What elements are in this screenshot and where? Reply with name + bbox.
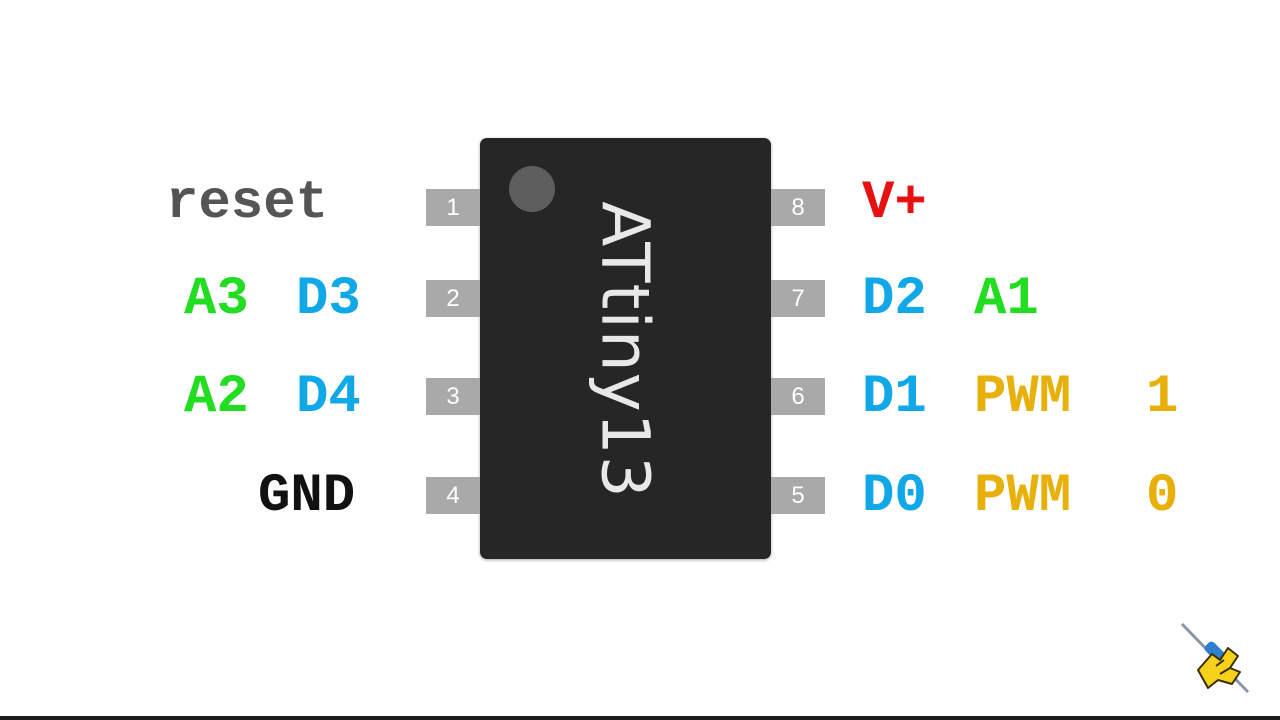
pin-5-label-pwm-channel: 0 [1146,466,1179,527]
pin-4-label-gnd: GND [258,466,356,527]
pin-7: 7 [771,280,825,317]
pin-6-label-pwm: PWM [974,367,1072,428]
pin-3-label-analog: A2 [184,367,249,428]
pin-4: 4 [426,477,480,514]
pin-6-label-pwm-channel: 1 [1146,367,1179,428]
pin-1: 1 [426,189,480,226]
pin1-indicator-dot [509,166,555,212]
pin-3: 3 [426,378,480,415]
pin-3-label-digital: D4 [296,367,361,428]
bottom-divider [0,716,1280,720]
chip-name: ATtiny13 [586,201,664,499]
pin-2: 2 [426,280,480,317]
pin-2-label-digital: D3 [296,269,361,330]
pin-8-label-vplus: V+ [862,173,927,234]
pin-5-label-digital: D0 [862,466,927,527]
pin-7-label-analog: A1 [974,269,1039,330]
hand-with-resistor-logo-icon [1180,622,1250,694]
pin-6: 6 [771,378,825,415]
pin-5-label-pwm: PWM [974,466,1072,527]
pin-1-label-reset: reset [166,173,329,234]
pin-6-label-digital: D1 [862,367,927,428]
pin-2-label-analog: A3 [184,269,249,330]
chip-body: ATtiny13 [480,138,771,559]
pin-8: 8 [771,189,825,226]
pin-5: 5 [771,477,825,514]
pin-7-label-digital: D2 [862,269,927,330]
